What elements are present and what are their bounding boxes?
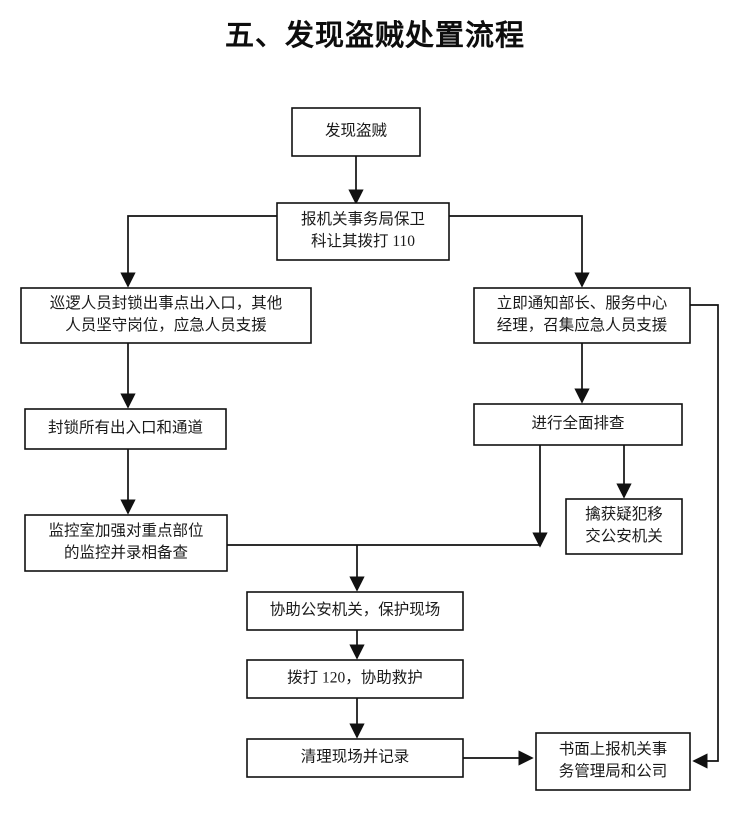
- node-box: [535, 732, 691, 791]
- node-label-line: 清理现场并记录: [301, 748, 410, 766]
- flow-node-clean-scene-and-record: 清理现场并记录: [246, 738, 464, 778]
- node-label-line: 封锁所有出入口和通道: [48, 419, 203, 437]
- node-label-line: 人员坚守岗位，应急人员支援: [65, 315, 267, 334]
- node-box: [24, 408, 227, 450]
- node-box: [291, 107, 421, 157]
- flow-node-call-120-assist-rescue: 拨打 120，协助救护: [246, 659, 464, 699]
- node-box: [473, 287, 691, 344]
- node-label-line: 发现盗贼: [325, 122, 388, 140]
- node-box: [246, 659, 464, 699]
- node-label-line: 交公安机关: [585, 527, 663, 545]
- node-box: [473, 403, 683, 446]
- node-box: [20, 287, 312, 344]
- node-label-line: 进行全面排查: [531, 414, 624, 432]
- node-label-line: 协助公安机关，保护现场: [270, 601, 441, 619]
- flow-node-assist-police-protect-scene: 协助公安机关，保护现场: [246, 591, 464, 631]
- flow-node-conduct-full-screening: 进行全面排查: [473, 403, 683, 446]
- node-label-line: 科让其拨打 110: [311, 232, 415, 250]
- node-box: [276, 202, 450, 261]
- flow-node-seal-all-entrances-passages: 封锁所有出入口和通道: [24, 408, 227, 450]
- node-label-line: 的监控并录相备查: [64, 544, 188, 562]
- node-box: [565, 498, 683, 555]
- node-label-line: 拨打 120，协助救护: [287, 669, 423, 687]
- conn-report-to-patrol-branch: [120, 215, 277, 288]
- node-box: [24, 514, 228, 572]
- conn-report-to-notify-branch: [449, 215, 590, 288]
- node-box: [246, 591, 464, 631]
- node-label-line: 书面上报机关事: [559, 740, 668, 758]
- node-label-line: 立即通知部长、服务中心: [497, 294, 668, 312]
- page-title: 五、发现盗贼处置流程: [224, 20, 525, 52]
- node-box: [246, 738, 464, 778]
- node-label-line: 监控室加强对重点部位: [48, 522, 203, 540]
- node-label-line: 报机关事务局保卫: [301, 210, 425, 228]
- connectors-layer: [120, 156, 719, 769]
- node-label-line: 巡逻人员封锁出事点出入口，其他: [50, 294, 283, 312]
- node-label-line: 经理，召集应急人员支援: [497, 315, 668, 334]
- conn-notify-to-written-report: [690, 304, 719, 769]
- node-label-line: 务管理局和公司: [559, 762, 668, 780]
- node-label-line: 擒获疑犯移: [585, 505, 663, 523]
- flow-node-discover-thief: 发现盗贼: [291, 107, 421, 157]
